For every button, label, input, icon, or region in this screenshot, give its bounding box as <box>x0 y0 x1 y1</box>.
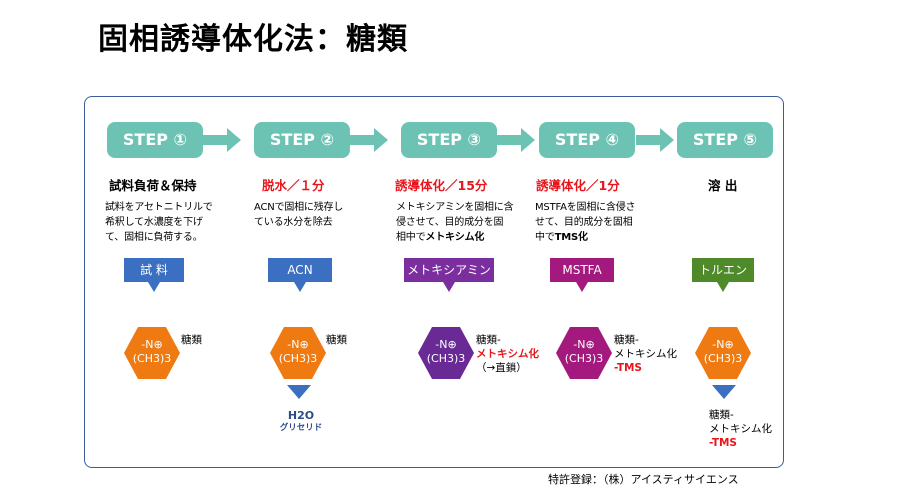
reagent-mstfa-chip: MSTFA <box>550 258 614 282</box>
down-arrow-icon <box>287 385 311 399</box>
eluted-product-label: 糖類- メトキシム化 -TMS <box>709 409 772 449</box>
step-2-analyte-label: 糖類 <box>326 334 347 346</box>
step-5-badge: STEP ⑤ <box>677 122 773 158</box>
chip-pointer-icon <box>717 282 729 292</box>
step-4-analyte-label: 糖類- メトキシム化 -TMS <box>614 334 677 374</box>
ammonium-hexagon-icon: -N⊕(CH3)3 <box>695 327 751 379</box>
chip-pointer-icon <box>294 282 306 292</box>
chip-pointer-icon <box>576 282 588 292</box>
ammonium-hexagon-icon: -N⊕(CH3)3 <box>418 327 474 379</box>
removed-components-label: H2O グリセリド <box>279 409 323 434</box>
step-4-badge: STEP ④ <box>539 122 635 158</box>
step-2-badge: STEP ② <box>254 122 350 158</box>
step-5-subtitle: 溶 出 <box>708 178 738 193</box>
reagent-acn-chip: ACN <box>268 258 332 282</box>
ammonium-hexagon-icon: -N⊕(CH3)3 <box>124 327 180 379</box>
ammonium-hexagon-icon: -N⊕(CH3)3 <box>556 327 612 379</box>
step-1-description: 試料をアセトニトリルで 希釈して水濃度を下げ て、固相に負荷する。 <box>105 202 213 243</box>
reagent-methoxyamine-chip: メトキシアミン <box>404 258 494 282</box>
reagent-toluene-chip: トルエン <box>692 258 754 282</box>
down-arrow-icon <box>712 385 736 399</box>
step-4-subtitle: 誘導体化／1分 <box>536 178 620 193</box>
chip-pointer-icon <box>443 282 455 292</box>
chip-pointer-icon <box>148 282 160 292</box>
process-frame <box>84 96 784 468</box>
step-1-badge: STEP ① <box>107 122 203 158</box>
step-3-description: メトキシアミンを固相に含 侵させて、目的成分を固 相中でメトキシム化 <box>396 202 514 243</box>
step-2-description: ACNで固相に残存し ている水分を除去 <box>254 202 344 228</box>
step-3-badge: STEP ③ <box>401 122 497 158</box>
step-2-subtitle: 脱水／１分 <box>262 178 325 193</box>
step-1-analyte-label: 糖類 <box>181 334 202 346</box>
patent-footer: 特許登録：（株）アイスティサイエンス <box>548 473 739 486</box>
ammonium-hexagon-icon: -N⊕(CH3)3 <box>270 327 326 379</box>
step-3-subtitle: 誘導体化／15分 <box>395 178 488 193</box>
step-4-description: MSTFAを固相に含侵さ せて、目的成分を固相 中でTMS化 <box>535 202 636 243</box>
step-3-analyte-label: 糖類- メトキシム化 （→直鎖） <box>476 334 539 374</box>
reagent-sample-chip: 試 料 <box>124 258 184 282</box>
page-title: 固相誘導体化法：糖類 <box>98 22 408 57</box>
step-1-subtitle: 試料負荷＆保持 <box>109 178 197 193</box>
